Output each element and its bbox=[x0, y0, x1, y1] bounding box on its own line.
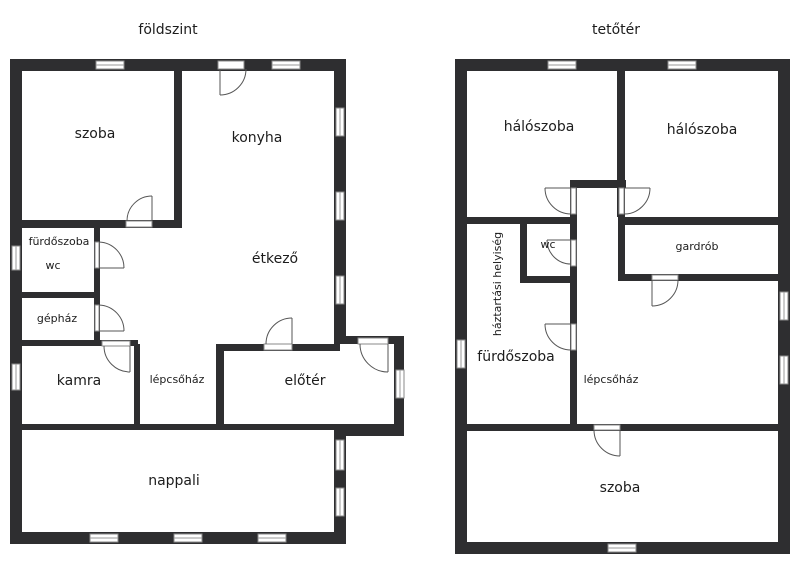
floor-title-ground: földszint bbox=[138, 22, 198, 38]
walls-ground bbox=[10, 59, 404, 544]
room-label: gardrób bbox=[675, 240, 718, 253]
room-label: konyha bbox=[232, 130, 283, 146]
room-label: fürdőszoba bbox=[29, 235, 90, 248]
room-label: lépcsőház bbox=[584, 373, 639, 386]
floor-plan-ground: földszint bbox=[10, 22, 405, 544]
windows-ground bbox=[11, 60, 405, 543]
room-label: wc bbox=[45, 259, 60, 272]
floor-title-attic: tetőtér bbox=[592, 22, 640, 38]
room-label: gépház bbox=[37, 312, 77, 325]
windows-attic bbox=[456, 60, 789, 553]
room-label: étkező bbox=[252, 251, 298, 267]
doors-attic bbox=[544, 187, 679, 457]
room-label: szoba bbox=[600, 480, 641, 496]
room-label: hálószoba bbox=[667, 122, 738, 138]
room-label: előtér bbox=[285, 373, 326, 389]
room-label: hálószoba bbox=[504, 119, 575, 135]
floor-plan-attic: tetőtér bbox=[455, 22, 790, 554]
doors-ground bbox=[94, 60, 389, 373]
room-label: nappali bbox=[148, 473, 200, 489]
room-labels-attic: hálószoba hálószoba wc gardrób háztartás… bbox=[477, 119, 737, 496]
room-label: wc bbox=[540, 238, 555, 251]
room-labels-ground: szoba konyha fürdőszoba wc étkező gépház… bbox=[29, 126, 326, 489]
room-label: háztartási helyiség bbox=[491, 232, 504, 336]
room-label: szoba bbox=[75, 126, 116, 142]
room-label: fürdőszoba bbox=[477, 349, 554, 365]
room-label: kamra bbox=[57, 373, 101, 389]
room-label: lépcsőház bbox=[150, 373, 205, 386]
